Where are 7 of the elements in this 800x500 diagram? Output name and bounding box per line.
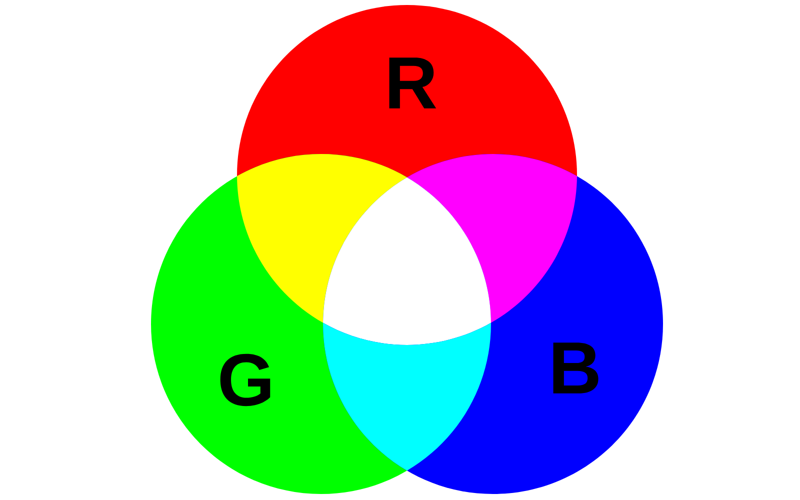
overlap-region xyxy=(407,154,577,323)
circle-label: B xyxy=(553,342,598,394)
circle-label: G xyxy=(220,354,270,406)
circle-label: R xyxy=(389,58,436,108)
overlap-region xyxy=(323,322,491,471)
overlap-region xyxy=(237,154,407,323)
center-region xyxy=(323,177,491,345)
